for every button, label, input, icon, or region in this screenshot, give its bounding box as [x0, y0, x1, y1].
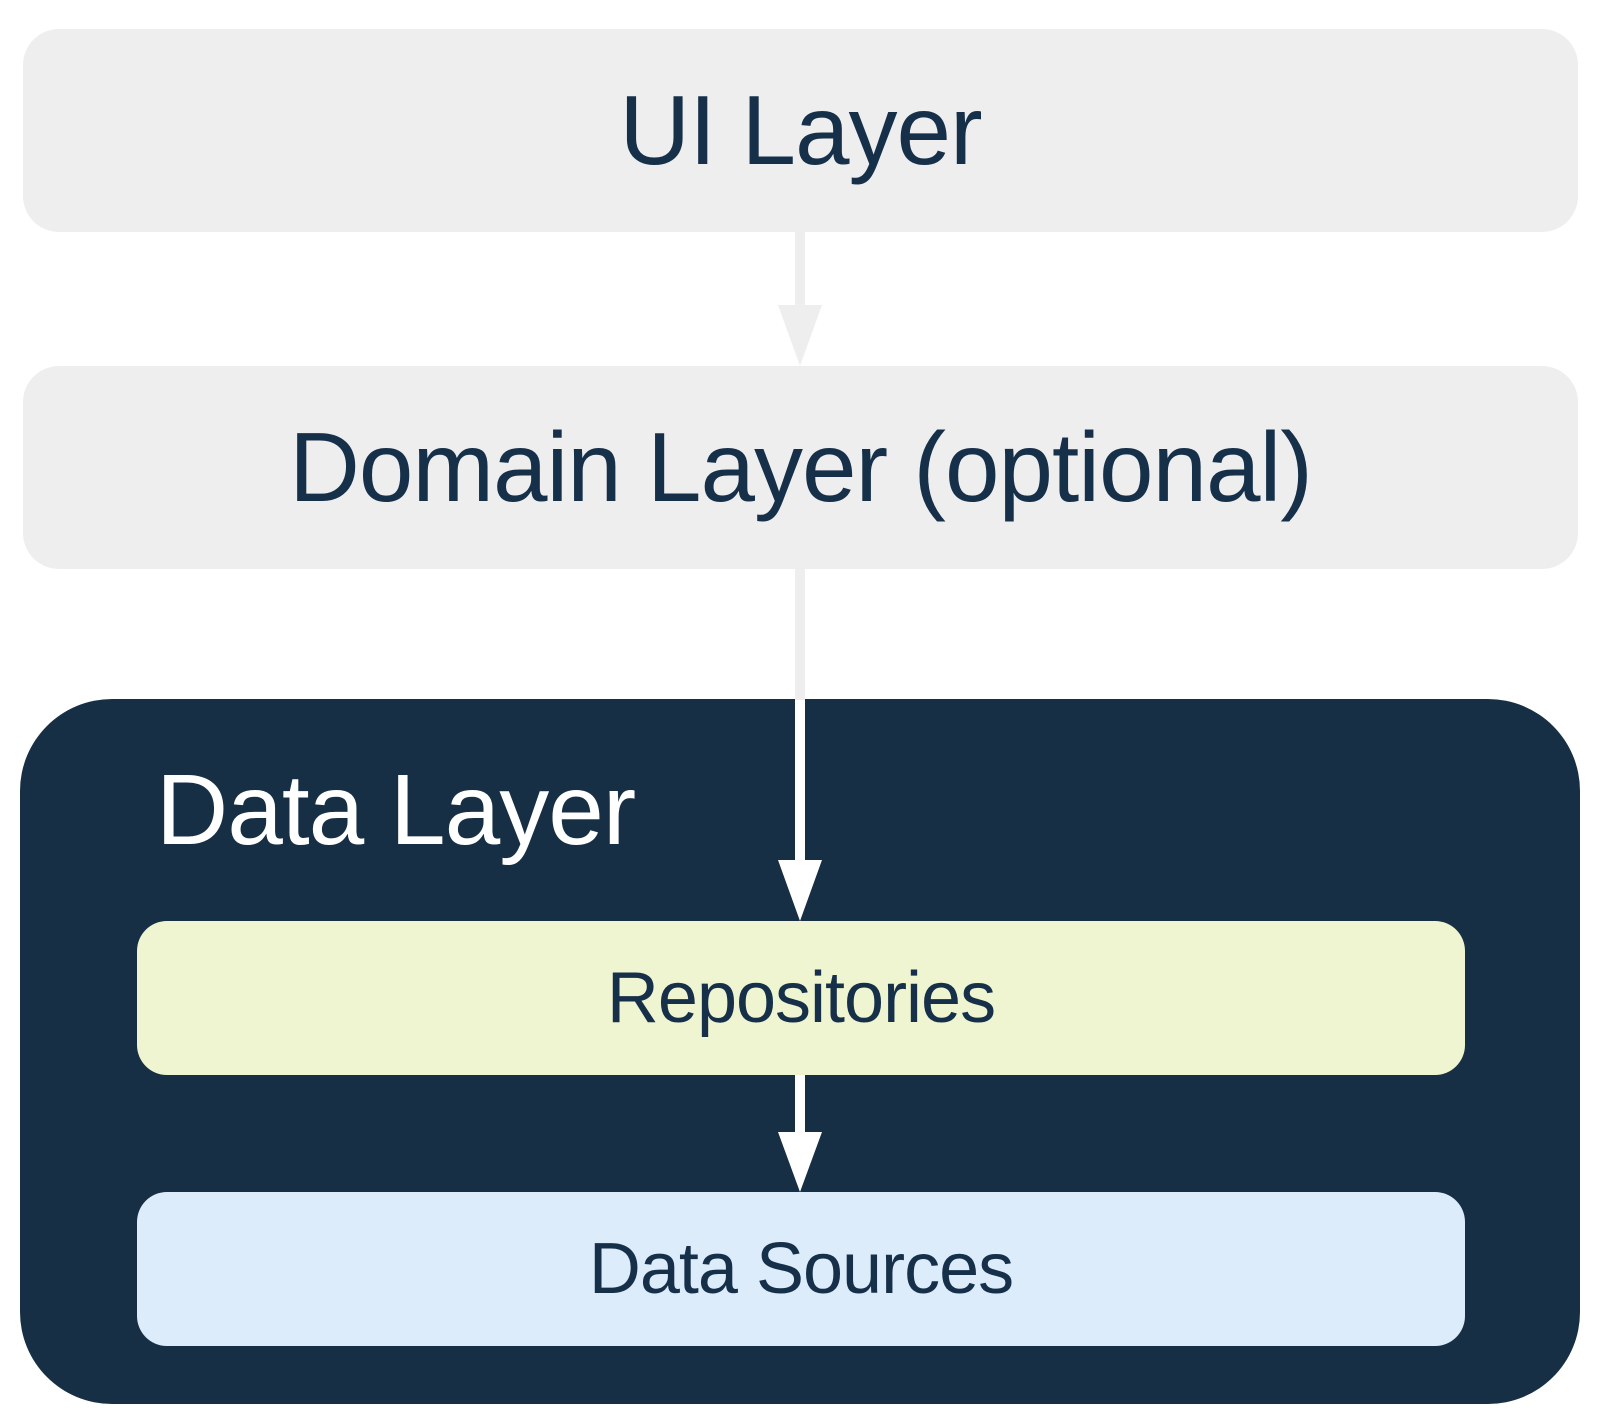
data-sources-box: Data Sources: [137, 1192, 1465, 1346]
arrow-ui-to-domain: [778, 232, 822, 366]
repositories-box: Repositories: [137, 921, 1465, 1075]
ui-layer-label: UI Layer: [619, 75, 982, 185]
repositories-label: Repositories: [606, 958, 996, 1038]
arrow-ui-to-domain-head: [778, 305, 822, 366]
data-sources-label: Data Sources: [588, 1229, 1014, 1309]
data-layer-label: Data Layer: [156, 754, 636, 866]
domain-layer-label: Domain Layer (optional): [289, 412, 1313, 522]
domain-layer-box: Domain Layer (optional): [23, 366, 1578, 569]
ui-layer-box: UI Layer: [23, 29, 1578, 232]
